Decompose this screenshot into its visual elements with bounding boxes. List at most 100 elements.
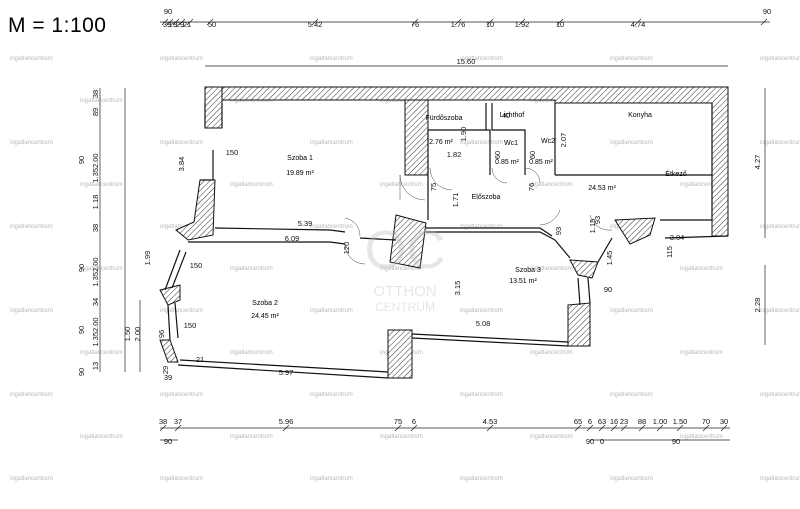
bottom-dimension-label: 37 xyxy=(174,417,182,426)
interior-dimension-label: 5.97 xyxy=(279,368,294,377)
dimension-tick xyxy=(518,18,526,26)
left-dimension-label: 2.00 xyxy=(133,327,142,342)
dimension-tick xyxy=(760,18,768,26)
watermark-text: ingatlancentrum xyxy=(760,476,800,482)
bottom-dimension-label: 88 xyxy=(638,417,646,426)
watermark-text: ingatlancentrum xyxy=(310,476,353,482)
watermark-text: ingatlancentrum xyxy=(230,434,273,440)
dimension-tick xyxy=(282,424,290,432)
dimension-tick xyxy=(656,424,664,432)
dimension-tick xyxy=(638,424,646,432)
watermark-text: ingatlancentrum xyxy=(230,266,273,272)
dimension-tick xyxy=(720,424,728,432)
interior-dimension-label: 40 xyxy=(502,111,510,120)
dimension-tick xyxy=(206,18,214,26)
room-name-label: Lichthof xyxy=(500,112,525,119)
watermark-text: ingatlancentrum xyxy=(160,308,203,314)
dimension-tick xyxy=(610,424,618,432)
top-dimension-label: 29 xyxy=(176,20,184,29)
interior-dimension-label: 96 xyxy=(157,330,166,338)
left-dimension-label: 1.352.00 xyxy=(91,317,100,346)
watermark-text: ingatlancentrum xyxy=(460,476,503,482)
watermark-text: ingatlancentrum xyxy=(610,308,653,314)
top-dimension-label: 21 xyxy=(183,20,191,29)
room-name-label: Étkező xyxy=(665,169,687,178)
dimension-tick xyxy=(159,424,167,432)
otthon-centrum-logo: OC OTTHON CENTRUM xyxy=(365,220,446,314)
room-name-label: Előszoba xyxy=(472,194,501,201)
bottom-dimension-label: 90 xyxy=(586,437,594,446)
watermark-text: ingatlancentrum xyxy=(530,434,573,440)
dimension-tick xyxy=(161,18,169,26)
watermark-text: ingatlancentrum xyxy=(530,266,573,272)
watermark-text: ingatlancentrum xyxy=(530,350,573,356)
bottom-dimension-label: 6 xyxy=(588,417,592,426)
interior-dimension-label: 3.04 xyxy=(670,233,685,242)
interior-dimension-label: 76 xyxy=(527,183,536,191)
dimension-tick xyxy=(394,424,402,432)
interior-dimension-label: 150 xyxy=(226,148,239,157)
watermark-text: ingatlancentrum xyxy=(680,434,723,440)
watermark-logo-text: OC xyxy=(365,220,446,280)
watermark-text: ingatlancentrum xyxy=(460,224,503,230)
dimension-tick xyxy=(410,424,418,432)
watermark-text: ingatlancentrum xyxy=(310,308,353,314)
watermark-text: ingatlancentrum xyxy=(460,56,503,62)
watermark-text: ingatlancentrum xyxy=(160,140,203,146)
top-dimension-label: 90 xyxy=(763,7,771,16)
interior-dimension-label: 3.15 xyxy=(453,281,462,296)
dimension-tick xyxy=(311,18,319,26)
bottom-dimension-label: 4.53 xyxy=(483,417,498,426)
dimension-tick xyxy=(174,424,182,432)
watermark-text: ingatlancentrum xyxy=(680,266,723,272)
watermark-text: ingatlancentrum xyxy=(760,224,800,230)
interior-dimension-label: 90 xyxy=(604,285,612,294)
left-dimension-label: 90 xyxy=(77,156,86,164)
left-dimension-label: 38 xyxy=(91,224,100,232)
watermark-text: ingatlancentrum xyxy=(760,392,800,398)
dimension-tick xyxy=(586,424,594,432)
left-dimension-label: 89 xyxy=(91,108,100,116)
watermark-text: ingatlancentrum xyxy=(760,308,800,314)
bottom-dimension-label: 38 xyxy=(159,417,167,426)
room-name-label: Wc1 xyxy=(504,140,518,147)
watermark-text: ingatlancentrum xyxy=(310,224,353,230)
top-dimension-label: 10 xyxy=(486,20,494,29)
bottom-dimension-label: 0 xyxy=(600,437,604,446)
interior-dimension-label: 93 xyxy=(593,216,602,224)
interior-dimension-label: 5.08 xyxy=(476,319,491,328)
watermark-text: ingatlancentrum xyxy=(680,182,723,188)
top-dimension-label: 39 xyxy=(163,20,171,29)
interior-dimension-label: 75 xyxy=(429,183,438,191)
bottom-dimension-label: 65 xyxy=(574,417,582,426)
watermark-text: ingatlancentrum xyxy=(10,140,53,146)
watermark-text: ingatlancentrum xyxy=(610,56,653,62)
watermark-text: ingatlancentrum xyxy=(160,224,203,230)
room-area-label: 0.85 m² xyxy=(529,159,553,166)
top-dimension-label: 29 xyxy=(169,20,177,29)
watermark-text: ingatlancentrum xyxy=(310,140,353,146)
top-dimension-label: 4.74 xyxy=(631,20,646,29)
watermark-text: ingatlancentrum xyxy=(460,392,503,398)
watermark-text: ingatlancentrum xyxy=(380,266,423,272)
interior-dimension-label: 6.09 xyxy=(285,234,300,243)
watermark-text: ingatlancentrum xyxy=(760,140,800,146)
interior-dimension-label: 1.71 xyxy=(451,193,460,208)
dimension-tick xyxy=(166,18,174,26)
interior-dimension-label: 1.90 xyxy=(459,127,468,142)
bottom-dimension-label: 63 xyxy=(598,417,606,426)
watermark-text: ingatlancentrum xyxy=(310,392,353,398)
watermark-text: ingatlancentrum xyxy=(530,98,573,104)
top-dimension-label: 10 xyxy=(556,20,564,29)
watermark-text: ingatlancentrum xyxy=(10,476,53,482)
left-dimension-label: 1.50 xyxy=(123,327,132,342)
interior-dimension-label: 21 xyxy=(196,355,204,364)
interior-dimension-label: 115 xyxy=(665,246,674,258)
bottom-dimension-label: 90 xyxy=(164,437,172,446)
watermark-text: ingatlancentrum xyxy=(160,56,203,62)
watermark-text: ingatlancentrum xyxy=(10,392,53,398)
dimension-tick xyxy=(172,18,180,26)
top-dimension-label: 1.76 xyxy=(451,20,466,29)
interior-dimension-label: 1.99 xyxy=(143,251,152,266)
